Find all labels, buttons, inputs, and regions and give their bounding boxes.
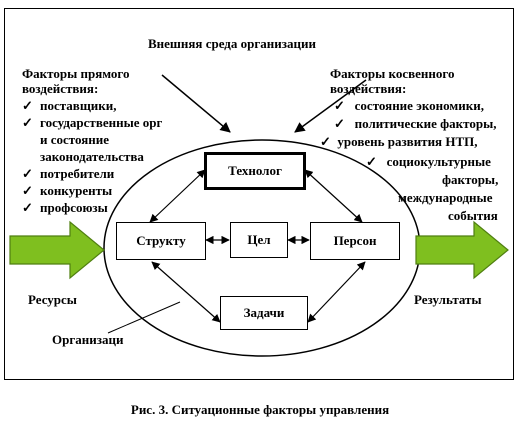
structure-box: Структу: [116, 222, 206, 260]
results-arrow: [415, 220, 509, 280]
results-label: Результаты: [414, 292, 482, 307]
structure-tasks-connector: [151, 261, 221, 323]
indirect-item-5-cont: события: [448, 208, 498, 223]
indirect-item-2: ✓ политические факторы,: [334, 116, 497, 131]
resources-arrow: [9, 220, 105, 280]
figure-caption: Рис. 3. Ситуационные факторы управления: [130, 402, 390, 417]
tech-structure-connector: [149, 169, 206, 223]
check-icon: ✓: [366, 154, 377, 169]
personnel-tasks-connector: [307, 261, 366, 323]
direct-factors-list: ✓поставщики, ✓государственные органы и с…: [22, 97, 162, 217]
tech-personnel-connector: [304, 169, 363, 223]
direct-factors-heading-2: воздействия:: [22, 81, 99, 96]
indirect-influence-arrow: [294, 79, 367, 133]
check-icon: ✓: [334, 98, 345, 113]
organization-pointer-line: [107, 301, 181, 334]
list-item: ✓поставщики,: [22, 98, 117, 113]
tasks-box: Задачи: [220, 296, 308, 330]
direct-factors-heading-1: Факторы прямого: [22, 66, 130, 81]
list-item: законодательства: [40, 149, 144, 164]
indirect-factors-heading-1: Факторы косвенного: [330, 66, 455, 81]
goals-box: Цел: [230, 222, 288, 258]
list-item: ✓профсоюзы: [22, 200, 108, 215]
check-icon: ✓: [334, 116, 345, 131]
indirect-item-3: ✓ уровень развития НТП,: [320, 134, 478, 149]
indirect-item-4-cont: факторы,: [442, 172, 499, 187]
environment-title: Внешняя среда организации: [148, 36, 316, 51]
indirect-factors-heading-2: воздействия:: [330, 81, 407, 96]
check-icon: ✓: [22, 200, 33, 215]
organization-label: Организаци: [52, 332, 124, 347]
resources-label: Ресурсы: [28, 292, 77, 307]
list-item: и состояние: [40, 132, 110, 147]
check-icon: ✓: [22, 166, 33, 181]
technology-box: Технолог: [204, 152, 306, 190]
list-item: ✓потребители: [22, 166, 115, 181]
indirect-item-1: ✓ состояние экономики,: [334, 98, 484, 113]
check-icon: ✓: [22, 98, 33, 113]
list-item: ✓государственные органы: [22, 115, 162, 130]
personnel-box: Персон: [310, 222, 400, 260]
check-icon: ✓: [320, 134, 331, 149]
indirect-item-5: международные: [398, 190, 493, 205]
indirect-item-4: ✓ социокультурные: [366, 154, 491, 169]
check-icon: ✓: [22, 183, 33, 198]
list-item: ✓конкуренты: [22, 183, 113, 198]
check-icon: ✓: [22, 115, 33, 130]
direct-influence-arrow: [161, 74, 231, 133]
